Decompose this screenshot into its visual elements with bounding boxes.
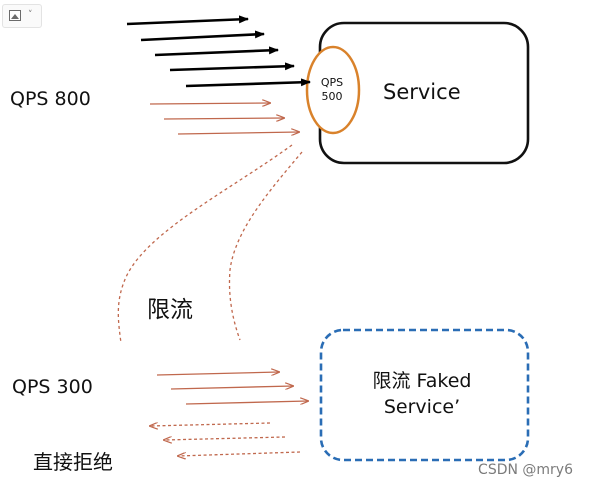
black-arrow-3 [154,46,279,57]
black-arrow-2 [140,30,265,42]
red-arrow-1 [149,103,270,104]
service-title: Service [383,80,461,104]
rate-limit-funnel [117,144,303,344]
black-arrow-4 [169,62,295,72]
image-toolbar[interactable]: ˅ [2,4,42,28]
funnel-right-curve [228,151,303,341]
watermark: CSDN @mry6 [478,462,573,478]
black-arrow-1 [126,15,249,26]
qps-limit-label: QPS 500 [312,76,352,104]
faked-service-label: 限流 Faked Service’ [330,368,514,420]
rate-limit-label: 限流 [147,297,193,323]
qps-limit-value: 500 [321,90,343,103]
red-arrow-5 [170,386,293,389]
red-arrow-6 [185,401,308,404]
reject-label: 直接拒绝 [33,450,113,474]
qps-limit-text: QPS [320,76,344,89]
qps-800-label: QPS 800 [10,88,91,110]
faked-service-box [319,328,530,462]
red-arrow-3 [177,132,299,134]
reject-arrow-1 [150,423,271,426]
faked-red-arrows [156,372,308,404]
funnel-left-curve [117,144,293,344]
chevron-down-icon[interactable]: ˅ [28,10,33,20]
faked-service-line1: 限流 Faked [372,370,472,392]
red-arrow-2 [163,118,284,119]
overflow-red-arrows [149,103,299,134]
black-arrow-5 [185,78,311,88]
qps-300-label: QPS 300 [12,376,93,398]
qps-limit-circle [305,45,361,135]
reject-arrow-2 [164,437,286,440]
reject-dashed-arrows [150,423,301,456]
red-arrow-4 [156,372,279,375]
image-icon [9,10,21,21]
incoming-black-arrows [126,15,311,88]
reject-arrow-3 [178,451,301,456]
faked-service-line2: Service’ [383,396,461,418]
